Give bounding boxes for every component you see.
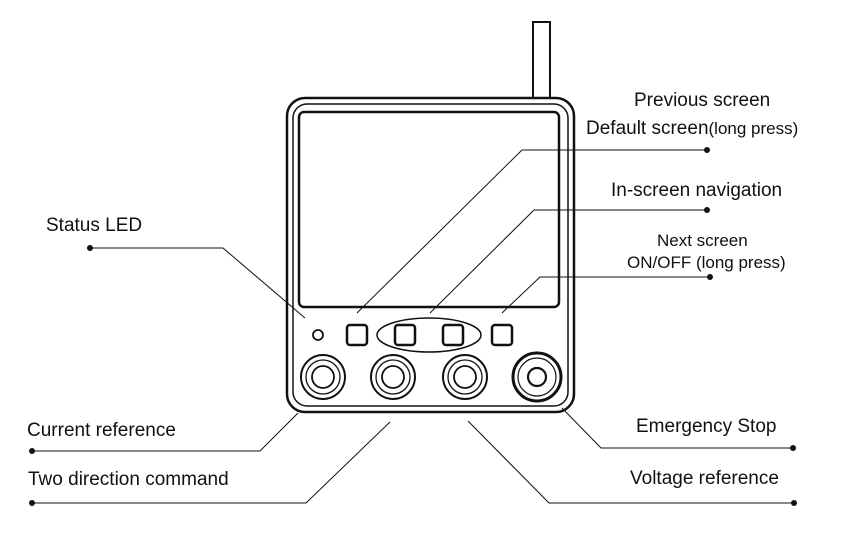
label-previous-screen: Previous screen	[634, 90, 771, 111]
leader-in-screen-navigation	[429, 209, 707, 314]
dot-in-screen-navigation	[704, 207, 710, 213]
leader-status-led	[90, 247, 306, 319]
label-default-screen: Default screen	[586, 118, 709, 139]
label-default-screen-line: Default screen(long press)	[586, 118, 798, 140]
dot-default-screen	[704, 147, 710, 153]
label-next-screen: Next screen	[657, 231, 748, 250]
label-voltage-reference: Voltage reference	[630, 468, 779, 489]
leader-current-reference	[32, 412, 299, 452]
voltage-reference-knob[interactable]	[442, 354, 488, 400]
display-screen	[297, 110, 561, 309]
label-default-screen-note: (long press)	[708, 119, 799, 138]
antenna	[532, 21, 551, 101]
dot-voltage-reference	[791, 500, 797, 506]
two-direction-command-knob[interactable]	[370, 354, 416, 400]
label-status-led: Status LED	[46, 215, 143, 236]
status-led	[312, 329, 324, 341]
navigation-button-group	[376, 317, 482, 353]
leader-default-screen	[356, 149, 707, 314]
label-emergency-stop: Emergency Stop	[636, 416, 777, 437]
leader-emergency-stop	[561, 407, 793, 449]
dot-emergency-stop	[790, 445, 796, 451]
dot-current-reference	[29, 448, 35, 454]
label-current-reference: Current reference	[27, 420, 176, 441]
nav-left-button[interactable]	[393, 323, 417, 347]
leader-voltage-reference	[467, 420, 794, 504]
label-in-screen-navigation: In-screen navigation	[611, 180, 783, 201]
current-reference-knob[interactable]	[300, 354, 346, 400]
nav-right-button[interactable]	[441, 323, 465, 347]
emergency-stop-button[interactable]	[511, 351, 563, 403]
device-body-inner	[292, 103, 569, 407]
next-screen-button[interactable]	[490, 323, 514, 347]
dot-two-direction-command	[29, 500, 35, 506]
label-on-off: ON/OFF (long press)	[627, 253, 786, 272]
leader-two-direction-command	[32, 421, 391, 504]
dot-status-led	[87, 245, 93, 251]
previous-screen-button[interactable]	[345, 323, 369, 347]
dot-next-screen	[707, 274, 713, 280]
label-two-direction-command: Two direction command	[28, 469, 229, 490]
leader-next-screen	[501, 276, 710, 314]
